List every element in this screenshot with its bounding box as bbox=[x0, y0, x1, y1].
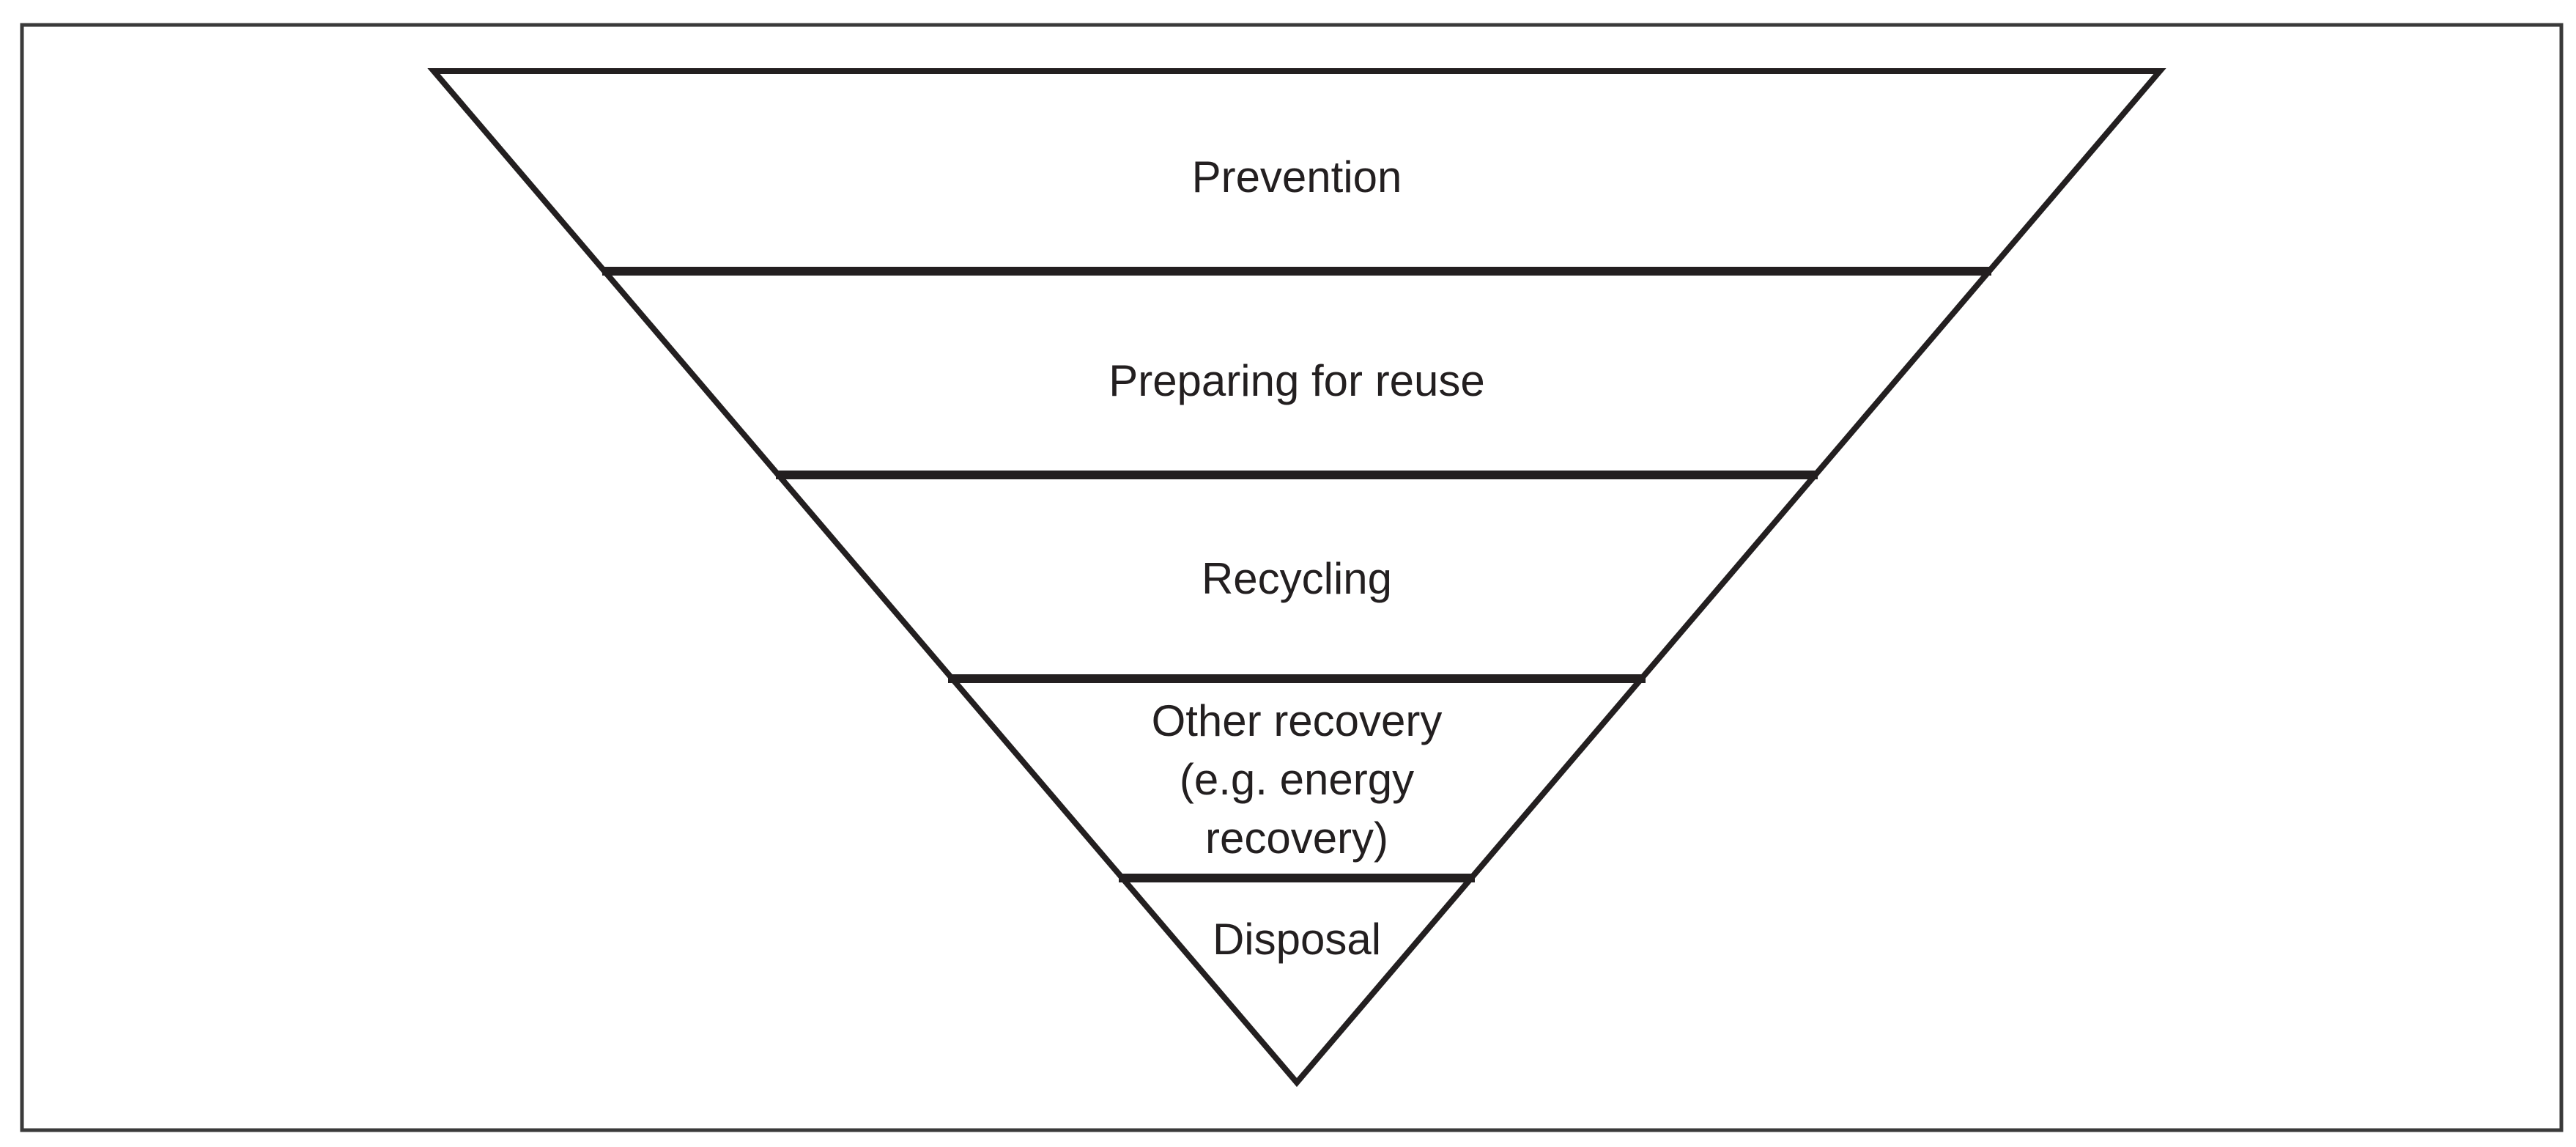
pyramid-outline bbox=[427, 68, 2166, 1088]
level-label-other-recovery-line3: recovery) bbox=[1205, 814, 1388, 863]
level-label-prevention: Prevention bbox=[1192, 152, 1402, 202]
level-label-disposal: Disposal bbox=[1213, 915, 1381, 964]
level-label-recycling: Recycling bbox=[1202, 554, 1392, 603]
level-label-other-recovery-line2: (e.g. energy bbox=[1180, 755, 1414, 804]
level-label-preparing-for-reuse: Preparing for reuse bbox=[1109, 356, 1485, 405]
level-label-other-recovery: Other recovery (e.g. energy recovery) bbox=[1152, 696, 1443, 863]
level-label-other-recovery-line1: Other recovery bbox=[1152, 696, 1443, 745]
outer-frame bbox=[20, 23, 2564, 1132]
